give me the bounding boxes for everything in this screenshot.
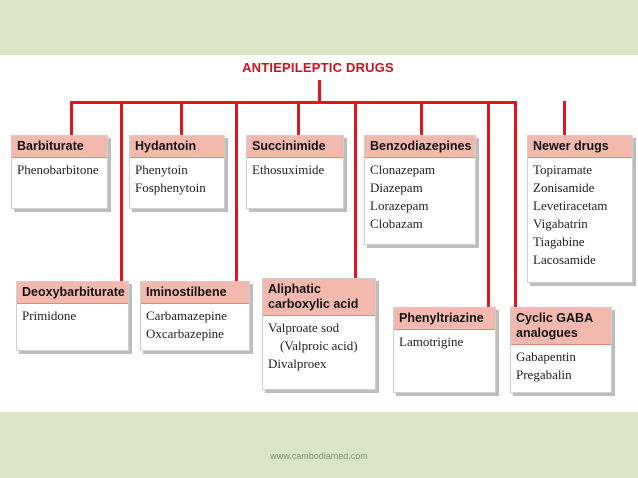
drug-item: Ethosuximide	[252, 162, 325, 177]
drug-item: Levetiracetam	[533, 198, 608, 213]
drug-item: Vigabatrin	[533, 216, 588, 231]
drug-item: Tiagabine	[533, 234, 585, 249]
connector-benzodiazepines	[420, 101, 423, 135]
connector-deoxybarbiturate	[120, 101, 123, 281]
group-items: Ethosuximide	[247, 158, 343, 183]
connector-newer-drugs	[563, 101, 566, 135]
connector-cyclic-gaba	[514, 101, 517, 307]
top-band	[0, 0, 638, 55]
drug-item: Pregabalin	[516, 367, 572, 382]
drug-item: Phenytoin	[135, 162, 188, 177]
group-header: Succinimide	[247, 136, 343, 158]
drug-item: Clobazam	[370, 216, 423, 231]
drug-item: Clonazepam	[370, 162, 435, 177]
group-items: Valproate sod (Valproic acid) Divalproex	[263, 316, 375, 377]
drug-item: Diazepam	[370, 180, 423, 195]
group-header: Cyclic GABA analogues	[511, 308, 611, 345]
connector-trunk	[318, 80, 321, 104]
group-items: Primidone	[17, 304, 128, 329]
group-items: Lamotrigine	[394, 330, 495, 355]
group-header: Iminostilbene	[141, 282, 249, 304]
group-items: Gabapentin Pregabalin	[511, 345, 611, 388]
group-hydantoin: Hydantoin Phenytoin Fosphenytoin	[129, 135, 225, 209]
group-items: Phenytoin Fosphenytoin	[130, 158, 224, 201]
group-cyclic-gaba-analogues: Cyclic GABA analogues Gabapentin Pregaba…	[510, 307, 612, 393]
group-header: Newer drugs	[528, 136, 632, 158]
drug-item: Fosphenytoin	[135, 180, 206, 195]
drug-item: Phenobarbitone	[17, 162, 99, 177]
group-succinimide: Succinimide Ethosuximide	[246, 135, 344, 209]
connector-aliphatic	[354, 101, 357, 278]
group-header-line1: Aliphatic	[268, 282, 321, 296]
group-deoxybarbiturate: Deoxybarbiturate Primidone	[16, 281, 129, 351]
diagram-title: ANTIEPILEPTIC DRUGS	[242, 60, 394, 75]
drug-item: Oxcarbazepine	[146, 326, 224, 341]
drug-item: Lacosamide	[533, 252, 596, 267]
group-header: Aliphatic carboxylic acid	[263, 279, 375, 316]
connector-barbiturate	[70, 101, 73, 135]
group-header-line1: Cyclic GABA	[516, 311, 594, 325]
drug-item: Valproate sod	[268, 320, 340, 335]
drug-item: Gabapentin	[516, 349, 576, 364]
group-newer-drugs: Newer drugs Topiramate Zonisamide Leveti…	[527, 135, 633, 283]
group-items: Topiramate Zonisamide Levetiracetam Viga…	[528, 158, 632, 273]
group-items: Carbamazepine Oxcarbazepine	[141, 304, 249, 347]
group-phenyltriazine: Phenyltriazine Lamotrigine	[393, 307, 496, 393]
group-items: Phenobarbitone	[12, 158, 107, 183]
connector-hydantoin	[180, 101, 183, 135]
group-header-line2: analogues	[516, 326, 578, 340]
group-header: Phenyltriazine	[394, 308, 495, 330]
connector-phenyltriazine	[487, 101, 490, 307]
drug-item: Primidone	[22, 308, 77, 323]
drug-item: Topiramate	[533, 162, 593, 177]
group-header: Deoxybarbiturate	[17, 282, 128, 304]
drug-item: Divalproex	[268, 356, 327, 371]
drug-item: Zonisamide	[533, 180, 595, 195]
drug-item: Carbamazepine	[146, 308, 227, 323]
footer-url: www.cambodiamed.com	[270, 451, 368, 461]
group-iminostilbene: Iminostilbene Carbamazepine Oxcarbazepin…	[140, 281, 250, 351]
bottom-band	[0, 412, 638, 478]
group-aliphatic-carboxylic-acid: Aliphatic carboxylic acid Valproate sod …	[262, 278, 376, 390]
drug-item: Lorazepam	[370, 198, 429, 213]
connector-horizontal-bar	[70, 101, 517, 104]
connector-iminostilbene	[235, 101, 238, 281]
group-barbiturate: Barbiturate Phenobarbitone	[11, 135, 108, 209]
group-header: Hydantoin	[130, 136, 224, 158]
group-header: Barbiturate	[12, 136, 107, 158]
drug-item: Lamotrigine	[399, 334, 464, 349]
group-header-line2: carboxylic acid	[268, 297, 359, 311]
connector-succinimide	[297, 101, 300, 135]
group-header: Benzodiazepines	[365, 136, 475, 158]
group-benzodiazepines: Benzodiazepines Clonazepam Diazepam Lora…	[364, 135, 476, 245]
group-items: Clonazepam Diazepam Lorazepam Clobazam	[365, 158, 475, 237]
drug-item: (Valproic acid)	[280, 338, 358, 353]
